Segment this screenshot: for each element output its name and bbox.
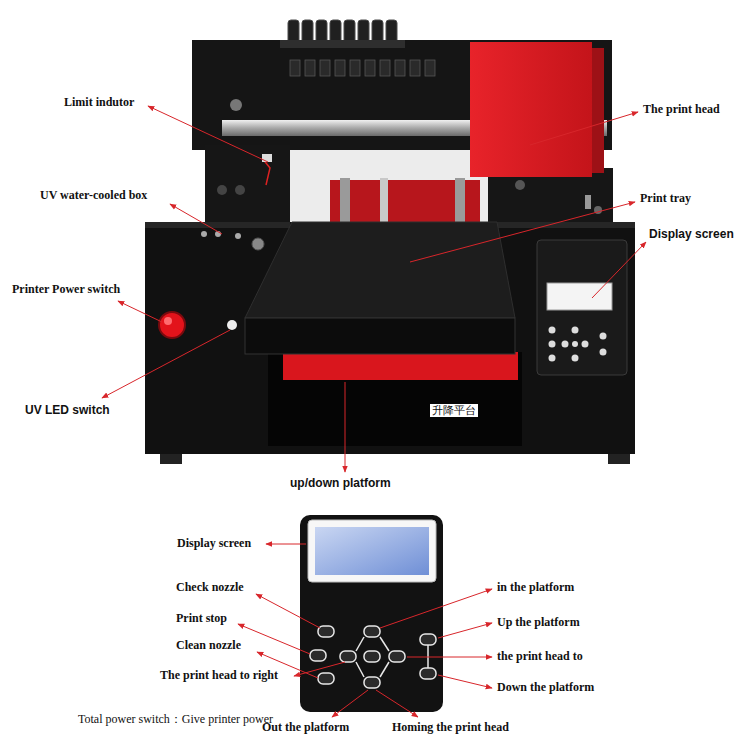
button-label: the print head to xyxy=(497,650,583,664)
button-label: Down the platform xyxy=(497,681,594,695)
button-label: The print head to right xyxy=(160,669,278,683)
part-label: up/down platform xyxy=(290,477,391,491)
button-label: Clean nozzle xyxy=(176,639,241,653)
chinese-label: 升降平台 xyxy=(430,404,478,417)
button-label: Homing the print head xyxy=(392,721,509,735)
button-label: Out the platform xyxy=(262,721,349,735)
button-label: Display screen xyxy=(177,537,251,551)
leader-lines xyxy=(102,106,646,717)
note-label: Total power switch：Give printer power xyxy=(78,713,273,727)
button-label: Print stop xyxy=(176,612,227,626)
button-label: in the platform xyxy=(497,581,574,595)
button-label: Check nozzle xyxy=(176,581,244,595)
part-label: Limit indutor xyxy=(64,96,134,110)
part-label: Printer Power switch xyxy=(12,283,120,297)
part-label: Print tray xyxy=(640,192,691,206)
part-label: UV water-cooled box xyxy=(40,189,147,203)
printer-body xyxy=(145,20,635,464)
button-label: Up the platform xyxy=(497,616,580,630)
part-label: UV LED switch xyxy=(25,404,110,418)
part-label: Display screen xyxy=(649,228,734,242)
part-label: The print head xyxy=(643,103,720,117)
